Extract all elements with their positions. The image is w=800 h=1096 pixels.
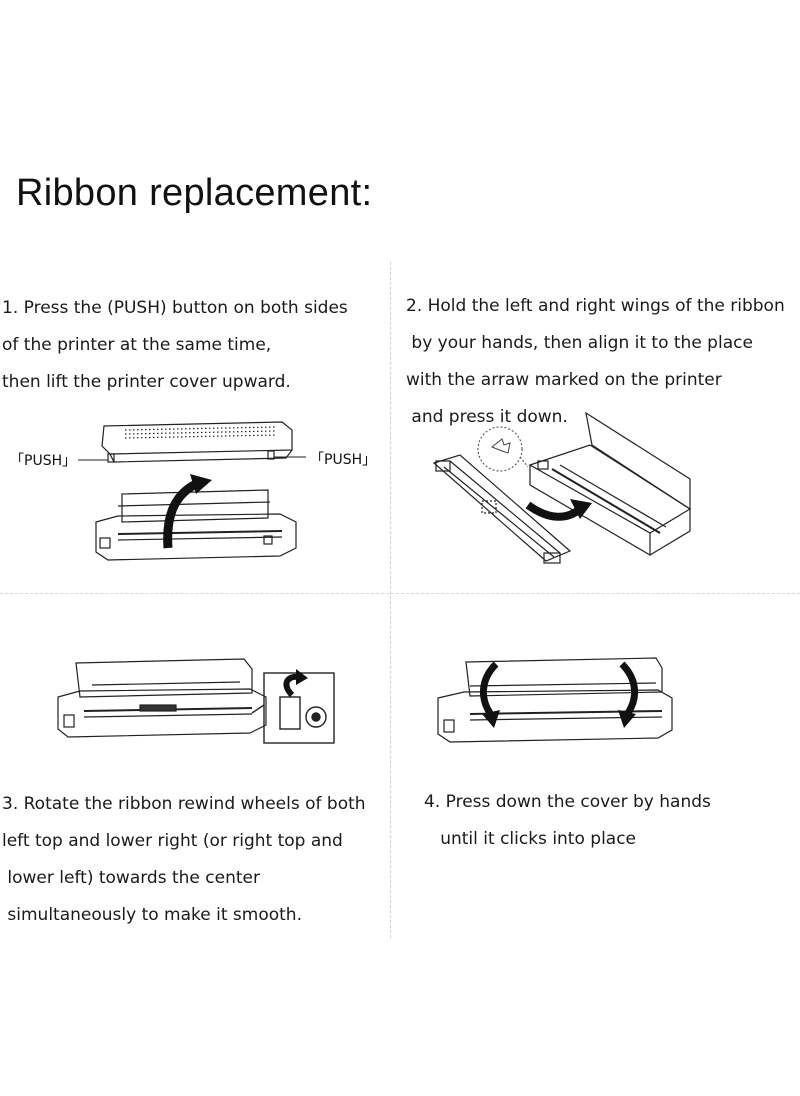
step-2-line-3: with the arraw marked on the printer [406,370,722,390]
figure-step-4 [437,657,673,743]
printer-open-illustration [528,411,692,557]
step-1-line-2: of the printer at the same time, [2,335,272,355]
step-2-line-4: and press it down. [406,407,568,427]
ribbon-cartridge-illustration [432,454,572,564]
step-4-line-2: until it clicks into place [424,829,637,849]
step-4-text: 4. Press down the cover by hands until i… [424,784,711,858]
printer-cover-illustration [101,421,293,463]
page-title: Ribbon replacement: [16,172,373,214]
step-4-line-1: 4. Press down the cover by hands [424,792,711,812]
step-3-text: 3. Rotate the ribbon rewind wheels of bo… [2,786,366,934]
vertical-divider [390,262,391,938]
step-3-line-2: left top and lower right (or right top a… [2,831,343,851]
step-3-line-4: simultaneously to make it smooth. [2,905,302,925]
step-1-line-3: then lift the printer cover upward. [2,372,291,392]
curved-arrow-icon [163,474,212,549]
step-2-line-1: 2. Hold the left and right wings of the … [406,296,785,316]
wheel-detail-inset [251,672,335,744]
figure-step-1: 「PUSH」 「PUSH」 [10,421,376,561]
press-down-arrow-right-icon [618,661,638,728]
step-1-text: 1. Press the (PUSH) button on both sides… [2,290,348,401]
figure-step-2 [432,411,692,564]
rewind-wheel-arrow-icon [283,669,308,698]
step-2-line-2: by your hands, then align it to the plac… [406,333,753,353]
step-3-line-1: 3. Rotate the ribbon rewind wheels of bo… [2,794,366,814]
step-3-line-3: lower left) towards the center [2,868,260,888]
figure-step-3 [57,658,335,744]
curved-arrow-icon [525,499,592,521]
push-label-left: 「PUSH」 [10,453,76,469]
press-down-arrow-left-icon [480,661,500,728]
push-leader-lines [78,456,306,461]
printer-base-illustration [95,489,297,561]
arrow-callout-circle [477,426,529,472]
step-2-text: 2. Hold the left and right wings of the … [406,288,785,436]
horizontal-divider [0,593,800,594]
printer-open-illustration [57,658,267,738]
step-1-line-1: 1. Press the (PUSH) button on both sides [2,298,348,318]
push-label-right: 「PUSH」 [310,452,376,468]
